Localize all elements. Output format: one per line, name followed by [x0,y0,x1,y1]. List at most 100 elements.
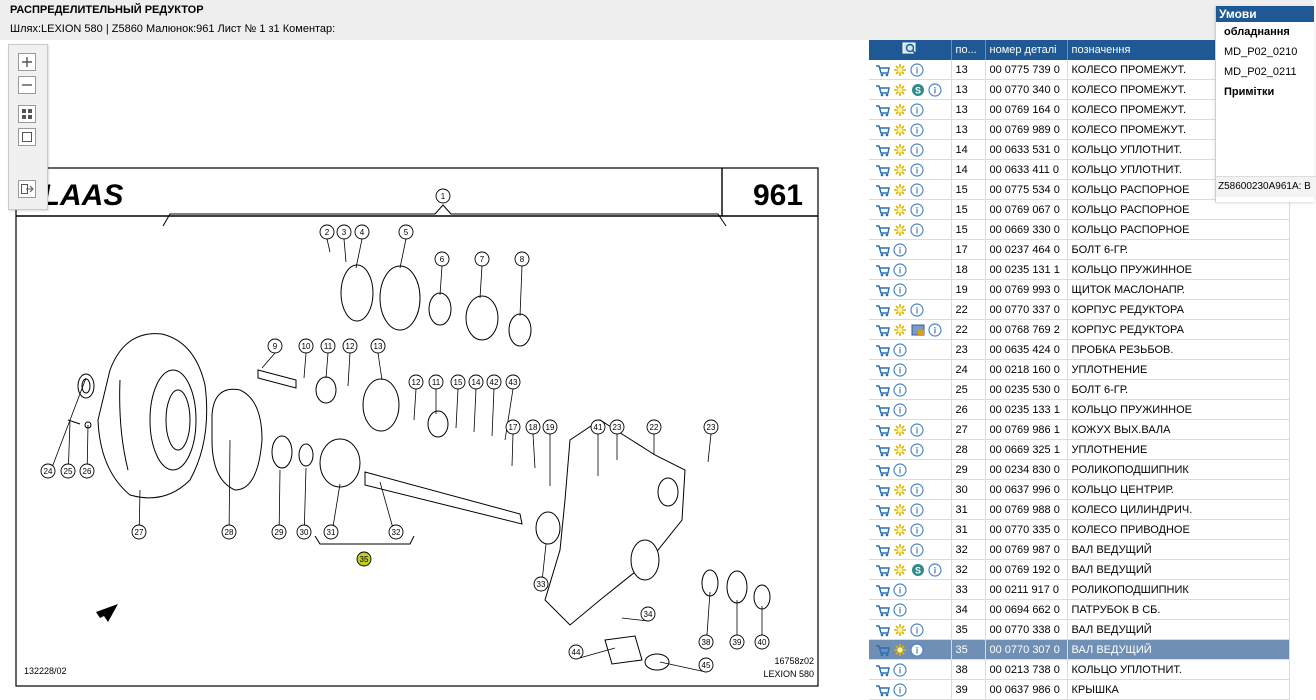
callout-19-label[interactable]: 19 [546,423,555,432]
callout-33-circle[interactable] [533,576,549,592]
star-new-icon[interactable] [893,563,908,578]
callout-17-label[interactable]: 17 [509,423,518,432]
callout-31-label[interactable]: 31 [327,528,336,537]
callout-35-label[interactable]: 35 [360,555,369,564]
callout-14-circle[interactable] [468,374,484,390]
callout-2-circle[interactable] [319,224,335,240]
callout-40-circle[interactable] [754,634,770,650]
cart-icon[interactable] [875,203,890,218]
cart-icon[interactable] [875,183,890,198]
callout-12-label[interactable]: 12 [412,378,421,387]
cart-icon[interactable] [875,383,890,398]
cart-icon[interactable] [875,443,890,458]
fit-view-button[interactable] [18,105,36,123]
info-icon[interactable]: i [910,623,925,638]
cart-icon[interactable] [875,243,890,258]
callout-42-circle[interactable] [486,374,502,390]
info-icon[interactable]: i [910,103,925,118]
callout-41-circle[interactable] [590,419,606,435]
callout-30-label[interactable]: 30 [300,528,309,537]
callout-28-label[interactable]: 28 [225,528,234,537]
callout-11-label[interactable]: 11 [432,378,441,387]
callout-6-label[interactable]: 6 [440,255,445,264]
callout-12-circle[interactable] [408,374,424,390]
star-new-icon[interactable] [893,443,908,458]
callout-25-label[interactable]: 25 [64,467,73,476]
cart-icon[interactable] [875,503,890,518]
callout-45-label[interactable]: 45 [702,661,711,670]
callout-2-label[interactable]: 2 [325,228,330,237]
callout-14-label[interactable]: 14 [472,378,481,387]
info-icon[interactable]: i [910,163,925,178]
cart-icon[interactable] [875,523,890,538]
info-icon[interactable]: i [893,363,908,378]
cart-icon[interactable] [875,603,890,618]
star-new-icon[interactable] [893,523,908,538]
callout-44-circle[interactable] [568,644,584,660]
callout-4-label[interactable]: 4 [360,228,365,237]
cart-icon[interactable] [875,583,890,598]
cart-icon[interactable] [875,83,890,98]
callout-18-label[interactable]: 18 [529,423,538,432]
star-new-icon[interactable] [893,143,908,158]
callout-12-label[interactable]: 12 [346,342,355,351]
star-new-icon[interactable] [893,303,908,318]
cart-icon[interactable] [875,563,890,578]
substitute-s-icon[interactable]: S [911,83,926,98]
star-new-icon[interactable] [893,123,908,138]
info-icon[interactable]: i [893,683,908,698]
condition-item[interactable]: MD_P02_0210 [1224,46,1298,58]
callout-27-label[interactable]: 27 [135,528,144,537]
cart-icon[interactable] [875,463,890,478]
callout-40-label[interactable]: 40 [758,638,767,647]
callout-23-label[interactable]: 23 [613,423,622,432]
callout-28-circle[interactable] [221,524,237,540]
star-new-icon[interactable] [893,203,908,218]
cart-icon[interactable] [875,683,890,698]
callout-1-circle[interactable] [435,188,451,204]
callout-43-circle[interactable] [505,374,521,390]
info-icon[interactable]: i [910,223,925,238]
condition-item[interactable]: MD_P02_0211 [1224,66,1297,78]
callout-15-circle[interactable] [450,374,466,390]
callout-8-circle[interactable] [514,251,530,267]
exploded-view-drawing[interactable]: CLAAS 961 [0,40,866,689]
callout-23-circle[interactable] [703,419,719,435]
star-new-icon[interactable] [893,623,908,638]
callout-25-circle[interactable] [60,463,76,479]
info-icon[interactable]: i [893,583,908,598]
info-icon[interactable]: i [910,423,925,438]
cart-icon[interactable] [875,63,890,78]
callout-29-circle[interactable] [271,524,287,540]
info-icon[interactable]: i [893,403,908,418]
info-icon[interactable]: i [910,123,925,138]
cart-icon[interactable] [875,663,890,678]
callout-34-label[interactable]: 34 [644,610,653,619]
callout-23-circle[interactable] [609,419,625,435]
callout-38-circle[interactable] [698,634,714,650]
cart-icon[interactable] [875,263,890,278]
callout-33-label[interactable]: 33 [537,580,546,589]
info-icon[interactable]: i [910,523,925,538]
star-new-icon[interactable] [893,83,908,98]
callout-27-circle[interactable] [131,524,147,540]
frame-view-button[interactable] [18,128,36,146]
cart-icon[interactable] [875,423,890,438]
cart-icon[interactable] [875,543,890,558]
zoom-out-button[interactable] [18,76,36,94]
star-new-icon[interactable] [893,483,908,498]
